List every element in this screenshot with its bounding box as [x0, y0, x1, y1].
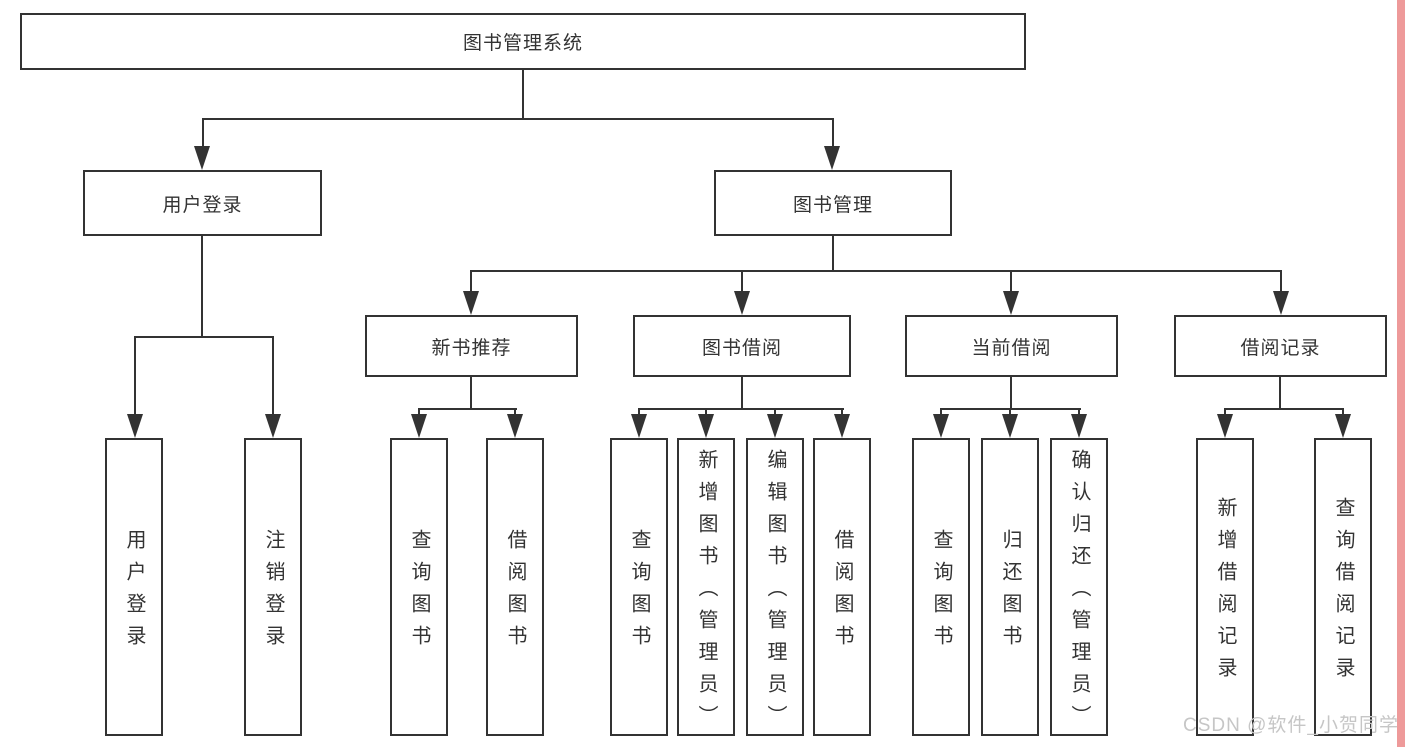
arrow-down-icon [1071, 414, 1087, 438]
node-label: 归还图书 [999, 529, 1021, 657]
connector-line [638, 408, 640, 418]
connector-line [841, 408, 843, 418]
node-label: 查询图书 [408, 529, 430, 657]
node-label: 新增图书（管理员） [695, 449, 717, 737]
arrow-down-icon [1273, 291, 1289, 315]
connector-line [1279, 377, 1281, 410]
leaf-confirm-return-admin: 确认归还（管理员） [1050, 438, 1108, 737]
arrow-down-icon [698, 414, 714, 438]
connector-line [202, 118, 204, 148]
node-label: 编辑图书（管理员） [764, 449, 786, 737]
node-new-book-recommendation: 新书推荐 [365, 315, 578, 377]
connector-line [1010, 270, 1012, 294]
leaf-add-borrow-record: 新增借阅记录 [1196, 438, 1254, 736]
connector-line [418, 408, 517, 410]
node-label: 当前借阅 [971, 337, 1052, 359]
leaf-logout: 注销登录 [244, 438, 302, 736]
arrow-down-icon [834, 414, 850, 438]
connector-line [470, 270, 472, 294]
node-label: 注销登录 [262, 529, 284, 657]
connector-line [1224, 408, 1226, 418]
connector-line [832, 118, 834, 148]
node-label: 查询借阅记录 [1332, 497, 1354, 689]
arrow-down-icon [631, 414, 647, 438]
connector-line [134, 336, 274, 338]
connector-line [741, 377, 743, 410]
arrow-down-icon [463, 291, 479, 315]
connector-line [705, 408, 707, 418]
arrow-down-icon [507, 414, 523, 438]
connector-line [1342, 408, 1344, 418]
connector-line [418, 408, 420, 418]
arrow-down-icon [194, 146, 210, 170]
connector-line [940, 408, 942, 418]
leaf-add-book-admin: 新增图书（管理员） [677, 438, 735, 737]
connector-line [774, 408, 776, 418]
leaf-query-books-borrowing: 查询图书 [610, 438, 668, 736]
connector-line [134, 336, 136, 416]
leaf-query-books-current: 查询图书 [912, 438, 970, 736]
connector-line [1280, 270, 1282, 294]
node-label: 用户登录 [123, 529, 145, 657]
arrow-down-icon [1003, 291, 1019, 315]
connector-line [522, 70, 524, 118]
leaf-borrow-books-recommend: 借阅图书 [486, 438, 544, 736]
connector-line [638, 408, 844, 410]
arrow-down-icon [411, 414, 427, 438]
node-label: 借阅图书 [504, 529, 526, 657]
node-label: 查询图书 [628, 529, 650, 657]
leaf-query-books-recommend: 查询图书 [390, 438, 448, 736]
node-current-borrowing: 当前借阅 [905, 315, 1118, 377]
node-label: 图书管理系统 [462, 33, 583, 54]
leaf-borrow-books: 借阅图书 [813, 438, 871, 736]
connector-line [470, 377, 472, 410]
arrow-down-icon [1002, 414, 1018, 438]
node-borrowing-records: 借阅记录 [1174, 315, 1387, 377]
arrow-down-icon [127, 414, 143, 438]
leaf-edit-book-admin: 编辑图书（管理员） [746, 438, 804, 737]
connector-line [1009, 408, 1011, 418]
arrow-down-icon [734, 291, 750, 315]
leaf-return-books: 归还图书 [981, 438, 1039, 736]
node-label: 查询图书 [930, 529, 952, 657]
node-label: 新书推荐 [431, 337, 512, 359]
connector-line [741, 270, 743, 294]
node-label: 图书借阅 [701, 337, 782, 359]
arrow-down-icon [1217, 414, 1233, 438]
node-book-borrowing: 图书借阅 [633, 315, 851, 377]
edge-strip [1397, 0, 1405, 747]
connector-line [1010, 377, 1012, 410]
leaf-user-login: 用户登录 [105, 438, 163, 736]
connector-line [514, 408, 516, 418]
connector-line [201, 236, 203, 338]
arrow-down-icon [933, 414, 949, 438]
arrow-down-icon [824, 146, 840, 170]
node-label: 借阅图书 [831, 529, 853, 657]
arrow-down-icon [767, 414, 783, 438]
node-library-management-system: 图书管理系统 [20, 13, 1026, 70]
connector-line [1078, 408, 1080, 418]
node-user-login: 用户登录 [83, 170, 322, 236]
node-label: 图书管理 [792, 194, 873, 216]
arrow-down-icon [1335, 414, 1351, 438]
node-book-management: 图书管理 [714, 170, 952, 236]
connector-line [1224, 408, 1344, 410]
node-label: 借阅记录 [1240, 337, 1321, 359]
csdn-watermark: CSDN @软件_小贺同学 [1183, 715, 1399, 736]
connector-line [272, 336, 274, 416]
connector-line [470, 270, 1282, 272]
connector-line [832, 236, 834, 272]
node-label: 新增借阅记录 [1214, 497, 1236, 689]
node-label: 确认归还（管理员） [1068, 449, 1090, 737]
node-label: 用户登录 [162, 194, 243, 216]
connector-line [202, 118, 834, 120]
leaf-query-borrow-record: 查询借阅记录 [1314, 438, 1372, 736]
arrow-down-icon [265, 414, 281, 438]
